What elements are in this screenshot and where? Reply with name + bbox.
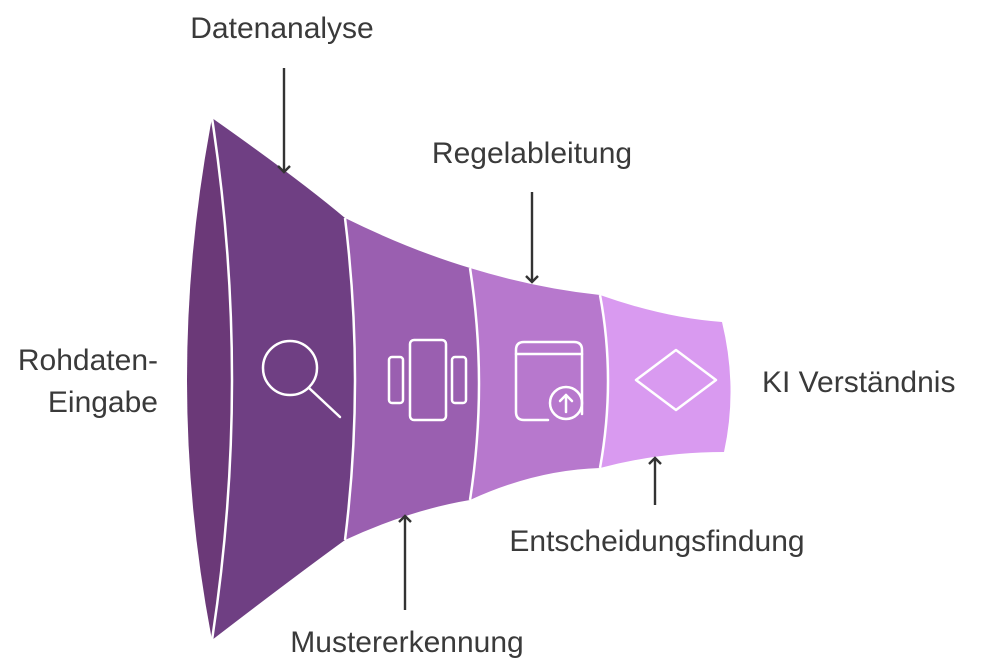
- label-entscheidungsfindung: Entscheidungsfindung: [509, 525, 804, 558]
- separator-4: [598, 294, 610, 469]
- label-rohdaten-line2: Eingabe: [48, 386, 158, 419]
- funnel-mouth: [187, 118, 232, 640]
- funnel-stage-regelableitung: [470, 268, 608, 500]
- document-upload-icon: [514, 340, 584, 422]
- label-rohdaten-line1: Rohdaten-: [18, 344, 158, 377]
- label-mustererkennung: Mustererkennung: [290, 626, 523, 659]
- funnel-stage-datenanalyse: [212, 118, 355, 640]
- separator-1: [210, 117, 234, 641]
- label-ki-verstaendnis: KI Verständnis: [762, 366, 955, 399]
- pattern-icon: [387, 338, 468, 422]
- search-icon: [261, 339, 342, 419]
- label-regelableitung: Regelableitung: [432, 137, 632, 170]
- separator-3: [468, 267, 481, 501]
- diamond-icon: [634, 348, 718, 412]
- separator-2: [343, 217, 357, 541]
- label-datenanalyse: Datenanalyse: [190, 12, 373, 45]
- funnel-stage-mustererkennung: [345, 218, 479, 540]
- funnel-stage-entscheidungsfindung: [600, 295, 731, 468]
